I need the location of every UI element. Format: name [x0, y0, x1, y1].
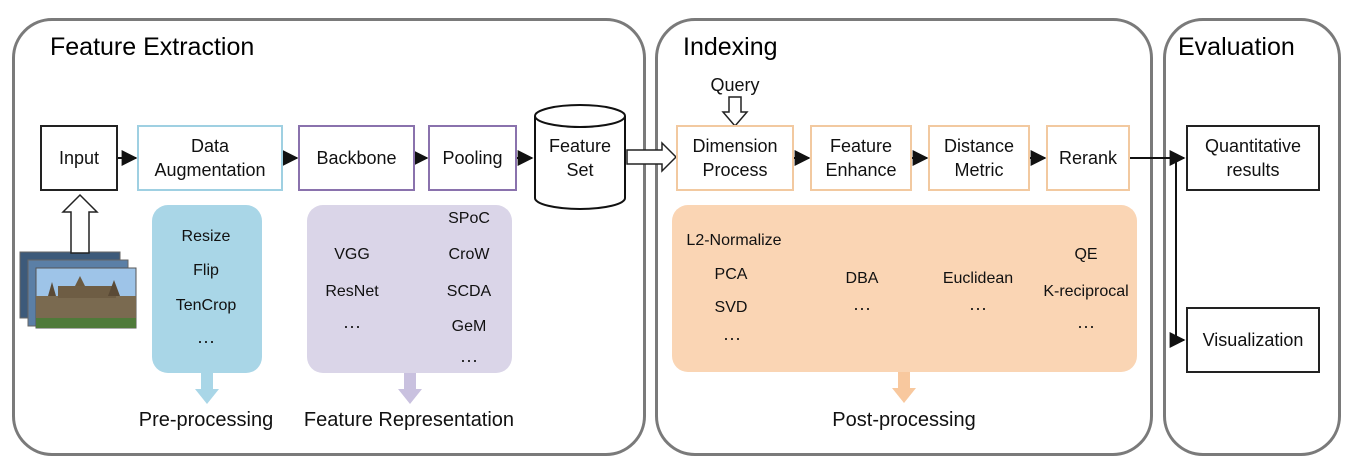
- postprocessing-caption: Post-processing: [832, 409, 976, 431]
- backbone-node: Backbone: [298, 125, 415, 191]
- query-label: Query: [710, 75, 760, 95]
- pooling-item: ···: [460, 350, 478, 370]
- query-arrow: [721, 96, 749, 128]
- preprocessing-caption: Pre-processing: [138, 409, 274, 431]
- preprocessing-item: TenCrop: [175, 297, 237, 314]
- feature-extraction-title: Feature Extraction: [50, 33, 255, 61]
- postprocessing-down-arrow: [892, 372, 916, 403]
- dimension-item: SVD: [714, 299, 748, 316]
- input-images-icon: [19, 251, 137, 329]
- metric-item: ···: [969, 298, 987, 318]
- preprocessing-item: Flip: [193, 262, 219, 279]
- dimension-item: ···: [723, 328, 741, 348]
- postprocessing-area: [672, 205, 1137, 372]
- preprocessing-item: Resize: [181, 228, 231, 245]
- arrow-rerank-visualization: [1169, 158, 1186, 348]
- representation-caption: Feature Representation: [303, 409, 515, 431]
- enhance-item: DBA: [845, 270, 879, 287]
- images-to-input-arrow: [61, 193, 99, 254]
- feature-enhance-node: Feature Enhance: [810, 125, 912, 191]
- rerank-item: QE: [1074, 246, 1098, 263]
- dimension-process-node: Dimension Process: [676, 125, 794, 191]
- indexing-title: Indexing: [683, 33, 778, 61]
- visualization-node: Visualization: [1186, 307, 1320, 373]
- feature-set-label: Feature Set: [548, 136, 612, 180]
- data-augmentation-node: Data Augmentation: [137, 125, 283, 191]
- distance-metric-node: Distance Metric: [928, 125, 1030, 191]
- preprocessing-down-arrow: [195, 373, 219, 404]
- backbone-item: VGG: [334, 246, 370, 263]
- pooling-item: CroW: [448, 246, 490, 263]
- pooling-item: GeM: [451, 318, 487, 335]
- quantitative-results-node: Quantitative results: [1186, 125, 1320, 191]
- evaluation-title: Evaluation: [1178, 33, 1295, 61]
- input-node: Input: [40, 125, 118, 191]
- preprocessing-area: [152, 205, 262, 373]
- rerank-node: Rerank: [1046, 125, 1130, 191]
- backbone-item: ResNet: [325, 283, 379, 300]
- enhance-item: ···: [853, 298, 871, 318]
- preprocessing-item: ···: [197, 331, 215, 351]
- dimension-item: PCA: [714, 266, 748, 283]
- evaluation-panel: [1163, 18, 1341, 456]
- pooling-item: SCDA: [446, 283, 492, 300]
- pooling-node: Pooling: [428, 125, 517, 191]
- featureset-to-dimension-arrow: [626, 141, 678, 173]
- pooling-item: SPoC: [448, 210, 490, 227]
- backbone-item: ···: [343, 316, 361, 336]
- rerank-item: K-reciprocal: [1043, 283, 1129, 300]
- rerank-item: ···: [1077, 316, 1095, 336]
- feature-set-cylinder-icon: [534, 104, 626, 210]
- feature-representation-area: [307, 205, 512, 373]
- representation-down-arrow: [398, 373, 422, 404]
- metric-item: Euclidean: [942, 270, 1014, 287]
- dimension-item: L2-Normalize: [686, 232, 782, 249]
